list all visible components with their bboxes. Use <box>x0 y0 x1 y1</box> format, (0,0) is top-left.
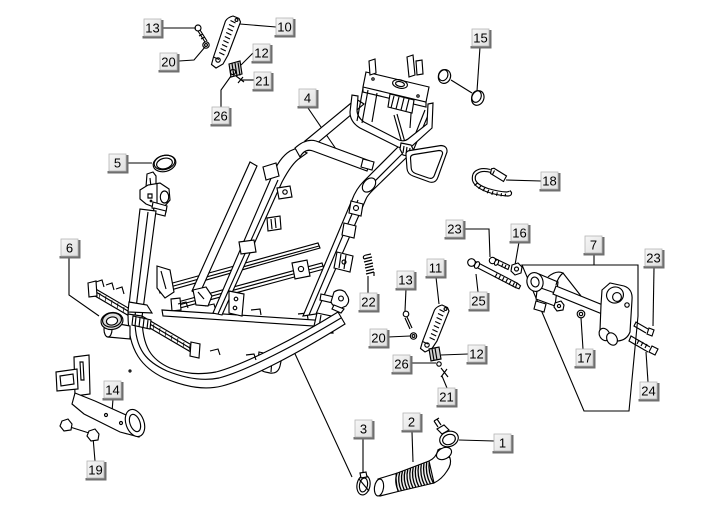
svg-text:3: 3 <box>360 421 367 436</box>
svg-text:7: 7 <box>590 237 597 252</box>
svg-text:26: 26 <box>394 356 408 371</box>
svg-text:1: 1 <box>499 435 506 450</box>
svg-text:12: 12 <box>469 346 483 361</box>
svg-text:22: 22 <box>361 294 375 309</box>
svg-text:13: 13 <box>398 272 412 287</box>
svg-text:11: 11 <box>429 260 443 275</box>
svg-text:13: 13 <box>145 20 159 35</box>
svg-text:26: 26 <box>213 108 227 123</box>
svg-text:20: 20 <box>371 330 385 345</box>
svg-text:18: 18 <box>542 173 556 188</box>
svg-text:15: 15 <box>473 30 487 45</box>
svg-text:25: 25 <box>471 293 485 308</box>
svg-text:21: 21 <box>255 73 269 88</box>
svg-text:19: 19 <box>88 462 102 477</box>
svg-text:21: 21 <box>439 389 453 404</box>
svg-text:12: 12 <box>254 45 268 60</box>
svg-text:6: 6 <box>66 240 73 255</box>
svg-text:20: 20 <box>161 54 175 69</box>
svg-text:17: 17 <box>577 350 591 365</box>
svg-text:24: 24 <box>641 383 655 398</box>
svg-text:23: 23 <box>447 221 461 236</box>
svg-text:14: 14 <box>105 382 119 397</box>
svg-text:2: 2 <box>408 414 415 429</box>
svg-text:4: 4 <box>304 90 311 105</box>
svg-text:5: 5 <box>114 155 121 170</box>
svg-text:10: 10 <box>277 19 291 34</box>
svg-text:16: 16 <box>512 225 526 240</box>
svg-text:23: 23 <box>646 250 660 265</box>
